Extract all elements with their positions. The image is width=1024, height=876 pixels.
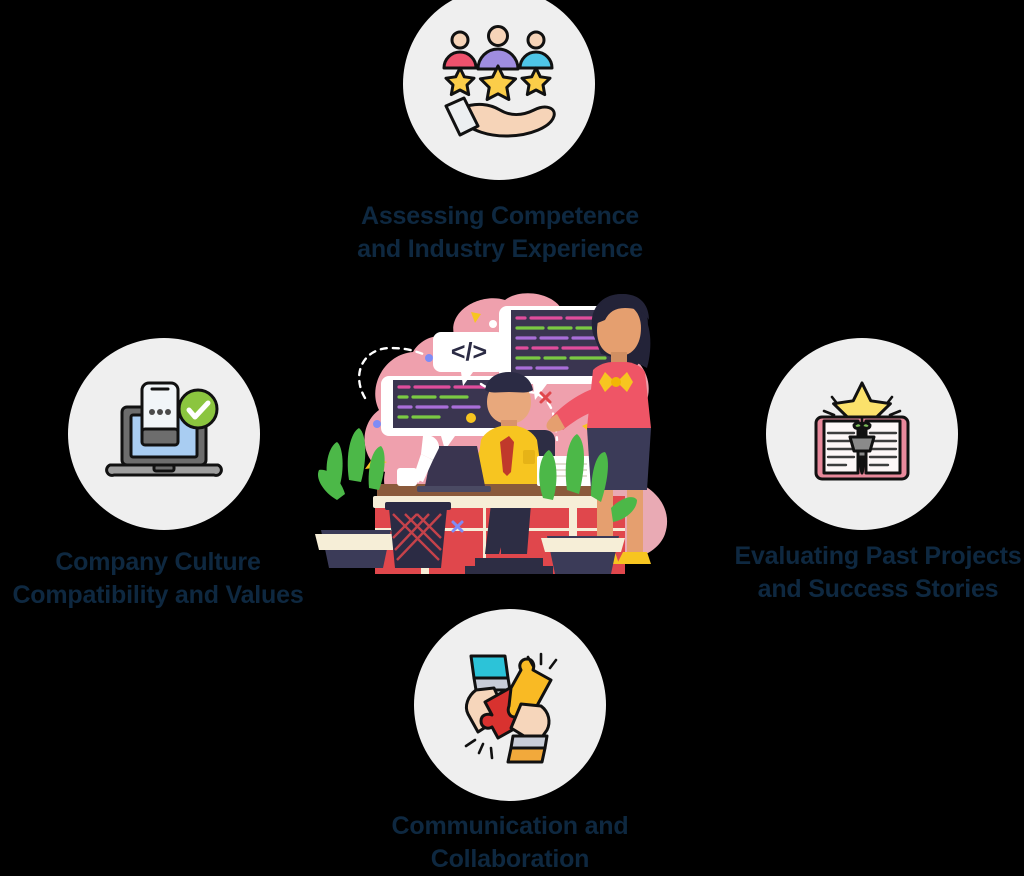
- waste-basket: [385, 502, 451, 568]
- sofa-seam-vertical: [483, 496, 486, 574]
- hands-puzzle-pieces-icon: [449, 644, 571, 766]
- dashed-connector-dot: [489, 320, 497, 328]
- label-communication-collaboration: Communication and Collaboration: [391, 812, 629, 873]
- badge-company-culture[interactable]: [68, 338, 260, 530]
- code-tag-text: </>: [451, 338, 487, 366]
- plant-right: [539, 434, 637, 574]
- code-bubble-left: [381, 376, 507, 450]
- desk-lamp: [413, 435, 440, 482]
- label-assessing-competence: Assessing Competence and Industry Experi…: [357, 202, 643, 263]
- label-evaluating-past-projects: Evaluating Past Projects and Success Sto…: [734, 542, 1022, 603]
- hand-holding-people-stars-icon: [434, 24, 564, 144]
- laptop-phone-check-icon: [104, 379, 224, 489]
- book-star-award-icon: [802, 375, 922, 493]
- badge-communication-collaboration[interactable]: [414, 609, 606, 801]
- plant-left: [315, 428, 397, 568]
- laptop: [417, 446, 491, 492]
- label-company-culture: Company Culture Compatibility and Values: [12, 548, 304, 609]
- badge-assessing-competence[interactable]: [403, 0, 595, 180]
- office-code-review-illustration: </>: [305, 290, 705, 580]
- chair-base: [465, 508, 553, 574]
- code-tag-bubble: </>: [433, 332, 505, 386]
- badge-evaluating-past-projects[interactable]: [766, 338, 958, 530]
